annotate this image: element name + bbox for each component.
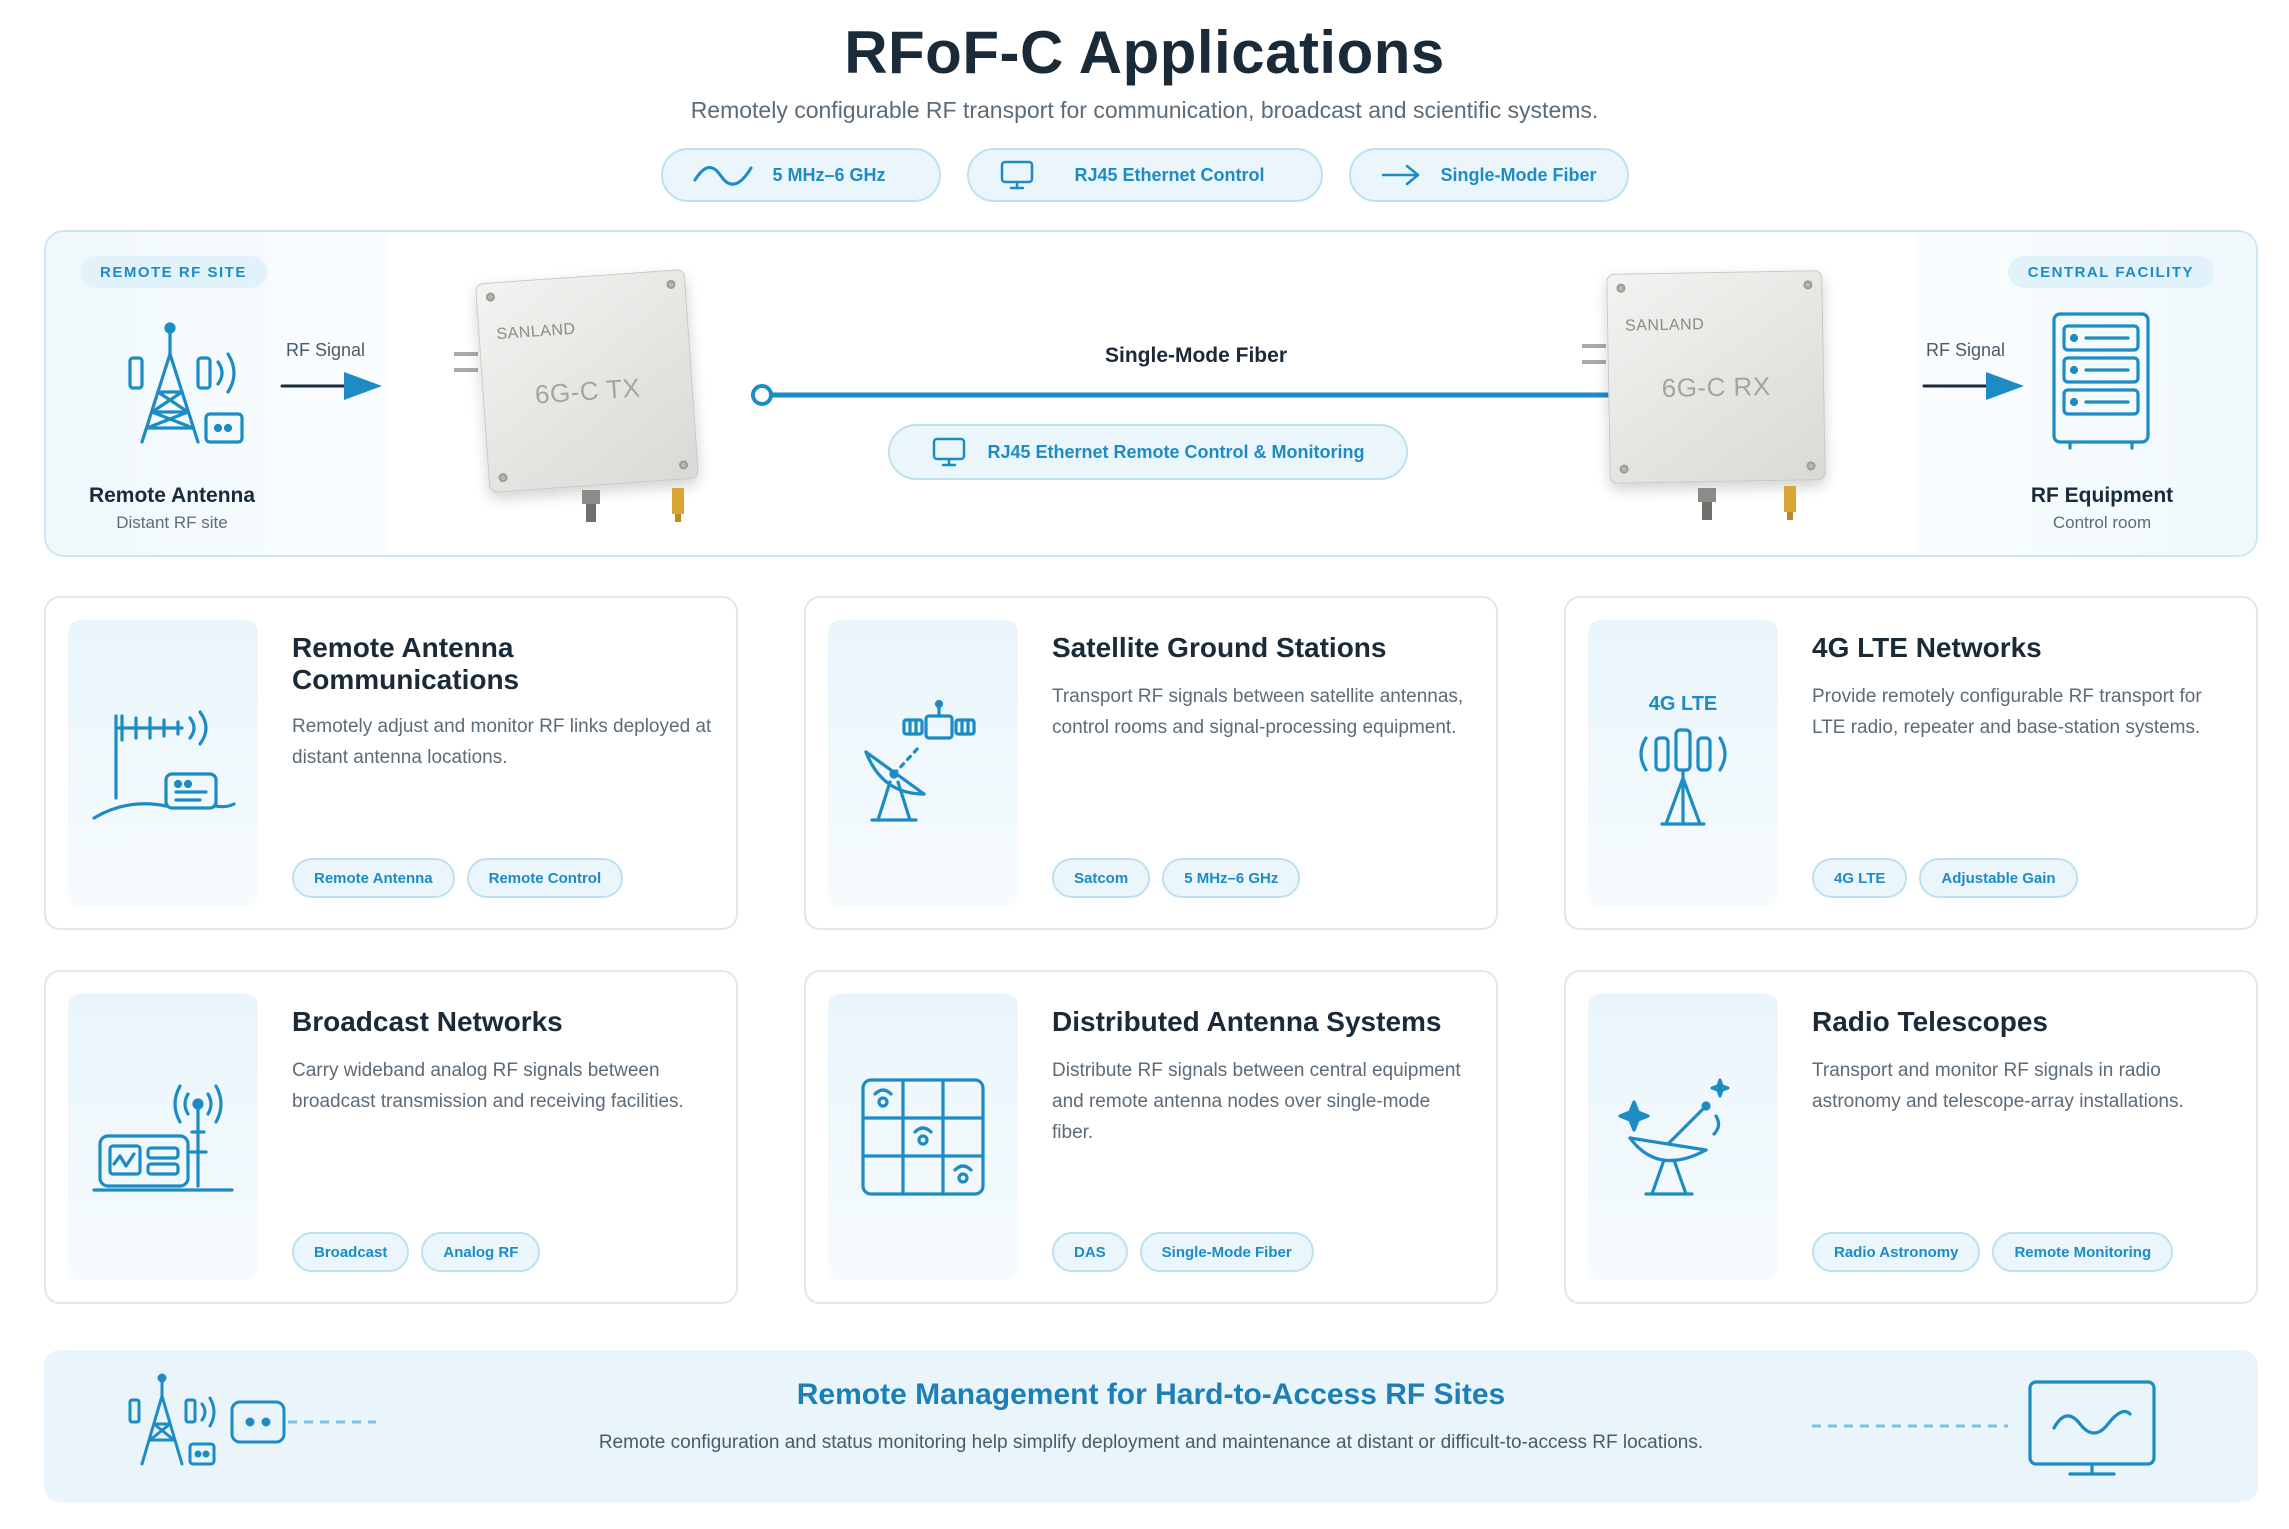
rf-connector-icon (1698, 486, 1796, 520)
card-title: Radio Telescopes (1812, 1006, 2049, 1037)
rf-signal-label-right: RF Signal (1926, 340, 2006, 360)
tag: Remote Control (466, 858, 624, 898)
arrow-right-icon (1922, 372, 2024, 400)
card-title: Distributed Antenna Systems (1052, 1006, 1442, 1037)
card-satellite-ground-stations: Satellite Ground Stations Transport RF s… (804, 596, 1498, 930)
remote-antenna-sub: Distant RF site (116, 513, 228, 532)
signal-flow-diagram: REMOTE RF SITE CENTRAL FACILITY Remote A… (44, 230, 2258, 557)
card-title: Remote Antenna Communications (292, 632, 520, 696)
connector-stub-icon (1582, 344, 1606, 364)
rf-connector-icon (582, 488, 684, 522)
card-description: Transport and monitor RF signals in radi… (1812, 1060, 2184, 1112)
lte-icon-label: 4G LTE (1648, 692, 1718, 715)
tx-model: 6G-C TX (533, 372, 642, 410)
card-title: Broadcast Networks (292, 1006, 563, 1037)
rf-equipment-title: RF Equipment (2030, 484, 2174, 507)
card-description: Transport RF signals between satellite a… (1052, 686, 1464, 738)
tag: Satcom (1052, 858, 1151, 898)
ethernet-control-label: RJ45 Ethernet Remote Control & Monitorin… (987, 441, 1365, 462)
card-radio-telescopes: Radio Telescopes Transport and monitor R… (1564, 970, 2258, 1304)
monitor-icon (1000, 160, 1033, 190)
yagi-antenna-icon (92, 710, 236, 820)
arrow-right-icon (280, 372, 382, 400)
banner-title: Remote Management for Hard-to-Access RF … (796, 1378, 1506, 1411)
server-rack-icon (2052, 312, 2150, 450)
arrow-right-icon (1381, 164, 1419, 186)
pill-ethernet: RJ45 Ethernet Control (966, 148, 1323, 202)
page-subtitle: Remotely configurable RF transport for c… (690, 97, 1599, 123)
tx-device: SANLAND 6G-C TX (474, 268, 700, 494)
remote-management-banner: Remote Management for Hard-to-Access RF … (44, 1350, 2258, 1502)
tag: 4G LTE (1812, 858, 1908, 898)
tag: Remote Monitoring (1992, 1232, 2174, 1272)
banner-description: Remote configuration and status monitori… (598, 1432, 1704, 1453)
pill-label: 5 MHz–6 GHz (772, 164, 886, 185)
rf-signal-label-left: RF Signal (286, 340, 366, 360)
ethernet-control-pill: RJ45 Ethernet Remote Control & Monitorin… (888, 424, 1408, 480)
satellite-dish-icon (864, 699, 976, 822)
card-4g-lte-networks: 4G LTE 4G LTE Networks Provide remotely … (1564, 596, 2258, 930)
fiber-label: Single-Mode Fiber (1104, 344, 1287, 367)
tag: Analog RF (421, 1232, 541, 1272)
tag: DAS (1052, 1232, 1128, 1272)
tag: Adjustable Gain (1919, 858, 2078, 898)
card-remote-antenna: Remote Antenna Communications Remotely a… (44, 596, 738, 930)
central-facility-tag: CENTRAL FACILITY (2007, 256, 2214, 288)
radio-telescope-icon (1618, 1078, 1730, 1196)
pill-fiber: Single-Mode Fiber (1348, 148, 1629, 202)
rf-equipment-sub: Control room (2052, 513, 2152, 532)
page-title: RFoF-C Applications (844, 19, 1445, 86)
pill-label: RJ45 Ethernet Control (1074, 164, 1265, 185)
wave-icon (693, 166, 752, 186)
connector-stub-icon (454, 352, 478, 372)
tag: Remote Antenna (292, 858, 455, 898)
antenna-tower-icon (128, 1373, 376, 1466)
cell-tower-icon (1639, 727, 1727, 826)
rx-model: 6G-C RX (1661, 371, 1771, 403)
tag: Radio Astronomy (1812, 1232, 1981, 1272)
pill-label: Single-Mode Fiber (1440, 164, 1597, 185)
card-distributed-antenna-systems: Distributed Antenna Systems Distribute R… (804, 970, 1498, 1304)
remote-antenna-title: Remote Antenna (88, 484, 256, 507)
rx-brand: SANLAND (1624, 316, 1705, 335)
rx-device: SANLAND 6G-C RX (1606, 270, 1826, 484)
broadcast-radio-icon (92, 1084, 234, 1192)
pill-frequency: 5 MHz–6 GHz (660, 148, 941, 202)
card-title: 4G LTE Networks (1812, 632, 2042, 663)
tag: 5 MHz–6 GHz (1162, 858, 1301, 898)
card-description: Distribute RF signals between central eq… (1052, 1060, 1461, 1143)
card-title: Satellite Ground Stations (1052, 632, 1387, 663)
remote-site-tag: REMOTE RF SITE (80, 256, 267, 288)
antenna-tower-icon (128, 322, 244, 444)
card-broadcast-networks: Broadcast Networks Carry wideband analog… (44, 970, 738, 1304)
feature-pills: 5 MHz–6 GHz RJ45 Ethernet Control Single… (0, 148, 2289, 202)
tag: Broadcast (292, 1232, 410, 1272)
monitor-icon (933, 437, 966, 467)
das-grid-icon (861, 1078, 985, 1196)
card-description: Provide remotely configurable RF transpo… (1812, 686, 2202, 738)
tx-brand: SANLAND (495, 320, 577, 344)
monitor-wave-icon (1812, 1380, 2156, 1476)
tag: Single-Mode Fiber (1139, 1232, 1314, 1272)
card-description: Remotely adjust and monitor RF links dep… (292, 716, 712, 768)
card-description: Carry wideband analog RF signals between… (292, 1060, 684, 1112)
fiber-link-line (751, 384, 1631, 406)
